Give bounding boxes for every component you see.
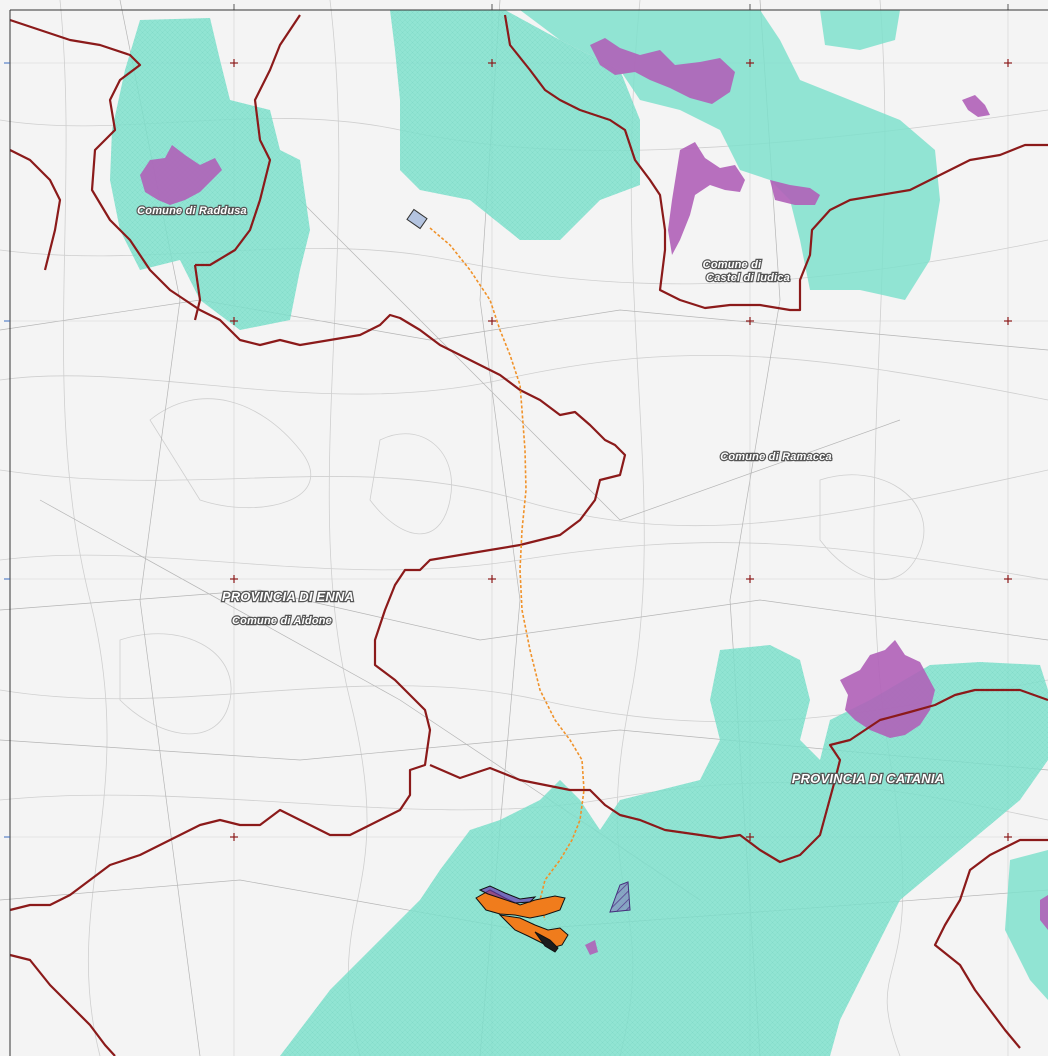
substation-marker[interactable] bbox=[406, 208, 428, 230]
boundary-raddusa bbox=[9, 18, 627, 912]
map-labels: Comune di Raddusa Comune di Castel di Iu… bbox=[136, 204, 945, 787]
boundary-west-left bbox=[9, 149, 62, 271]
project-site-parcel-3 bbox=[534, 931, 559, 953]
boundary-castel-iudica bbox=[503, 14, 1048, 312]
grid-cross-icon bbox=[746, 317, 754, 325]
grid-cross-icon bbox=[488, 317, 496, 325]
urban-area-north bbox=[590, 38, 735, 104]
grid-cross-markers bbox=[230, 59, 1012, 841]
urban-area-castel-iudica bbox=[668, 142, 745, 255]
label-comune-castel-iudica-2: Castel di Iudica bbox=[706, 272, 790, 284]
grid-cross-icon bbox=[230, 59, 238, 67]
project-site-parcel-4 bbox=[478, 885, 537, 904]
hatched-area-fill bbox=[610, 882, 630, 912]
project-site-parcel-2 bbox=[498, 914, 569, 949]
grid-cross-icon bbox=[1004, 59, 1012, 67]
grid-cross-icon bbox=[746, 59, 754, 67]
label-provincia-enna: PROVINCIA DI ENNA bbox=[222, 589, 354, 604]
grid-cross-icon bbox=[746, 833, 754, 841]
label-provincia-catania: PROVINCIA DI CATANIA bbox=[792, 771, 945, 786]
hatched-area[interactable] bbox=[609, 881, 631, 913]
boundary-south-east bbox=[933, 838, 1048, 1049]
label-comune-ramacca: Comune di Ramacca bbox=[720, 451, 832, 463]
project-site[interactable] bbox=[475, 885, 569, 953]
urban-area-raddusa bbox=[140, 145, 222, 205]
grid-cross-icon bbox=[1004, 317, 1012, 325]
grid-cross-icon bbox=[488, 59, 496, 67]
grid-cross-icon bbox=[1004, 833, 1012, 841]
grid-cross-icon bbox=[746, 575, 754, 583]
label-comune-raddusa: Comune di Raddusa bbox=[137, 205, 247, 217]
protected-area-north-east bbox=[520, 10, 940, 300]
label-comune-aidone: Comune di Aidone bbox=[232, 615, 332, 627]
urban-area-catania bbox=[840, 640, 935, 738]
protected-area-top-right bbox=[820, 10, 900, 50]
grid-cross-icon bbox=[488, 575, 496, 583]
urban-area-small-south bbox=[585, 940, 598, 955]
grid-cross-icon bbox=[1004, 575, 1012, 583]
urban-area-ne bbox=[962, 95, 990, 117]
urban-areas bbox=[140, 38, 1048, 955]
map-border bbox=[4, 4, 1048, 1056]
urban-area-castel-east bbox=[770, 180, 820, 205]
grid-cross-icon bbox=[230, 317, 238, 325]
label-comune-castel-iudica-1: Comune di bbox=[703, 259, 762, 271]
protected-area-east-south bbox=[1005, 850, 1048, 1000]
grid-cross-icon bbox=[230, 575, 238, 583]
grid-cross-icon bbox=[230, 833, 238, 841]
boundary-top-ridge bbox=[195, 14, 301, 267]
cable-route[interactable] bbox=[429, 227, 585, 921]
boundary-catania bbox=[429, 688, 1048, 864]
administrative-boundaries bbox=[9, 14, 1048, 1056]
boundary-south-west bbox=[9, 953, 116, 1056]
urban-area-east-edge bbox=[1040, 895, 1048, 930]
boundary-raddusa-east bbox=[193, 264, 202, 321]
